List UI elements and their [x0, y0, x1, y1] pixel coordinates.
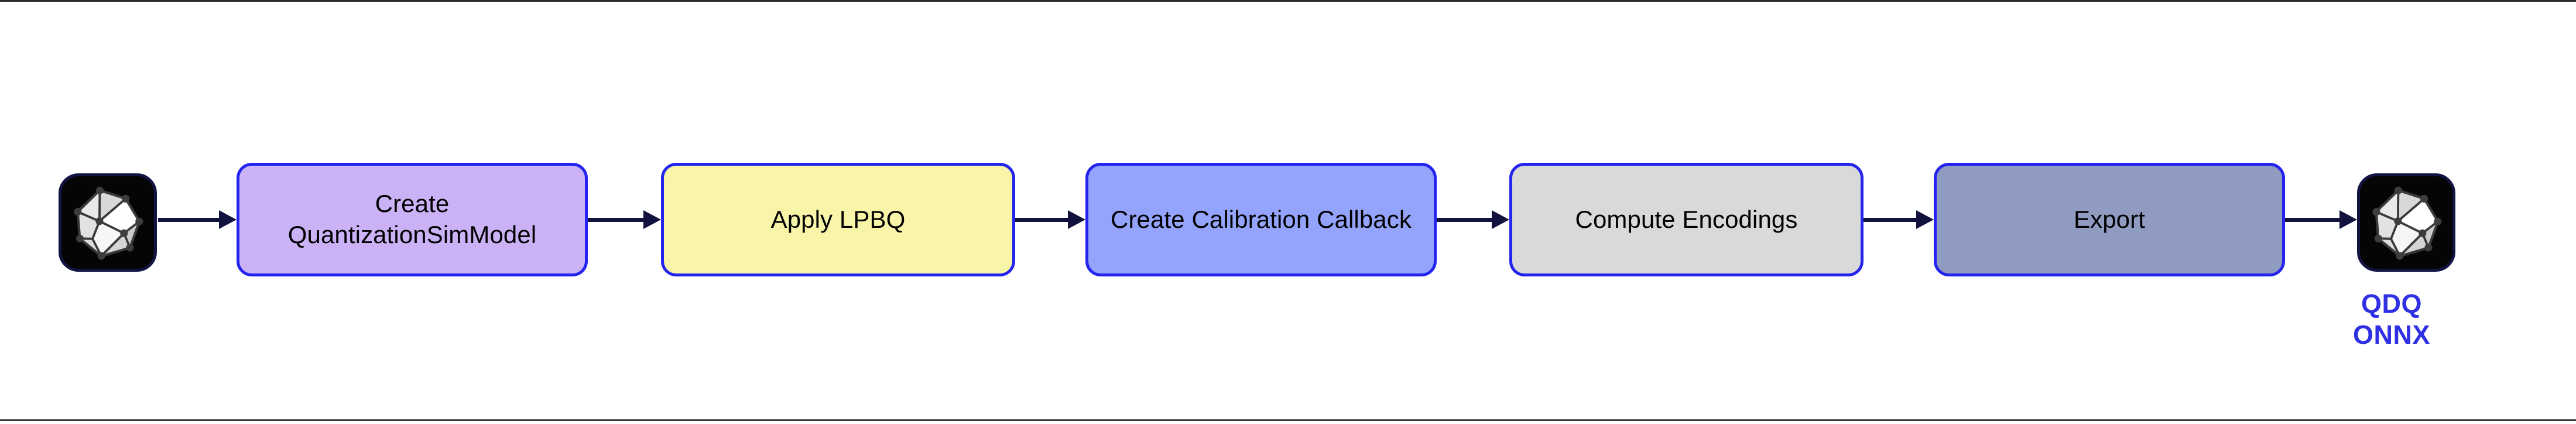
arrowhead-icon — [1492, 210, 1509, 229]
arrowhead-icon — [1916, 210, 1934, 229]
node-label: Compute Encodings — [1575, 205, 1798, 233]
connector-input-to-step1 — [158, 210, 237, 229]
node-compute-encodings[interactable]: Compute Encodings — [1509, 163, 1864, 276]
arrowhead-icon — [2339, 210, 2357, 229]
output-caption-line1: QDQ — [2361, 289, 2422, 319]
connector-step4-to-step5 — [1864, 210, 1934, 229]
connector-shaft — [1437, 218, 1492, 222]
node-create-calibration-callback[interactable]: Create Calibration Callback — [1085, 163, 1437, 276]
page-top-rule — [0, 0, 2576, 2]
connector-shaft — [158, 218, 219, 222]
connector-shaft — [1015, 218, 1068, 222]
arrowhead-icon — [643, 210, 661, 229]
connector-step2-to-step3 — [1015, 210, 1085, 229]
output-caption-line2: ONNX — [2352, 320, 2430, 350]
node-label: Apply LPBQ — [770, 205, 906, 233]
connector-shaft — [2285, 218, 2339, 222]
arrowhead-icon — [219, 210, 237, 229]
connector-shaft — [1864, 218, 1916, 222]
input-onnx-model-icon — [59, 173, 157, 272]
node-label: Export — [2074, 205, 2145, 233]
connector-shaft — [588, 218, 643, 222]
node-label: Create Calibration Callback — [1111, 205, 1412, 233]
node-apply-lpbq[interactable]: Apply LPBQ — [661, 163, 1015, 276]
node-create-quantizationsimmodel[interactable]: Create QuantizationSimModel — [237, 163, 588, 276]
arrowhead-icon — [1068, 210, 1085, 229]
node-export[interactable]: Export — [1934, 163, 2285, 276]
connector-step3-to-step4 — [1437, 210, 1509, 229]
page-bottom-rule — [0, 419, 2576, 421]
connector-step5-to-output — [2285, 210, 2357, 229]
connector-step1-to-step2 — [588, 210, 661, 229]
node-label: Create QuantizationSimModel — [287, 190, 537, 248]
output-caption: QDQ ONNX — [2313, 288, 2471, 350]
output-onnx-model-icon — [2357, 173, 2455, 272]
